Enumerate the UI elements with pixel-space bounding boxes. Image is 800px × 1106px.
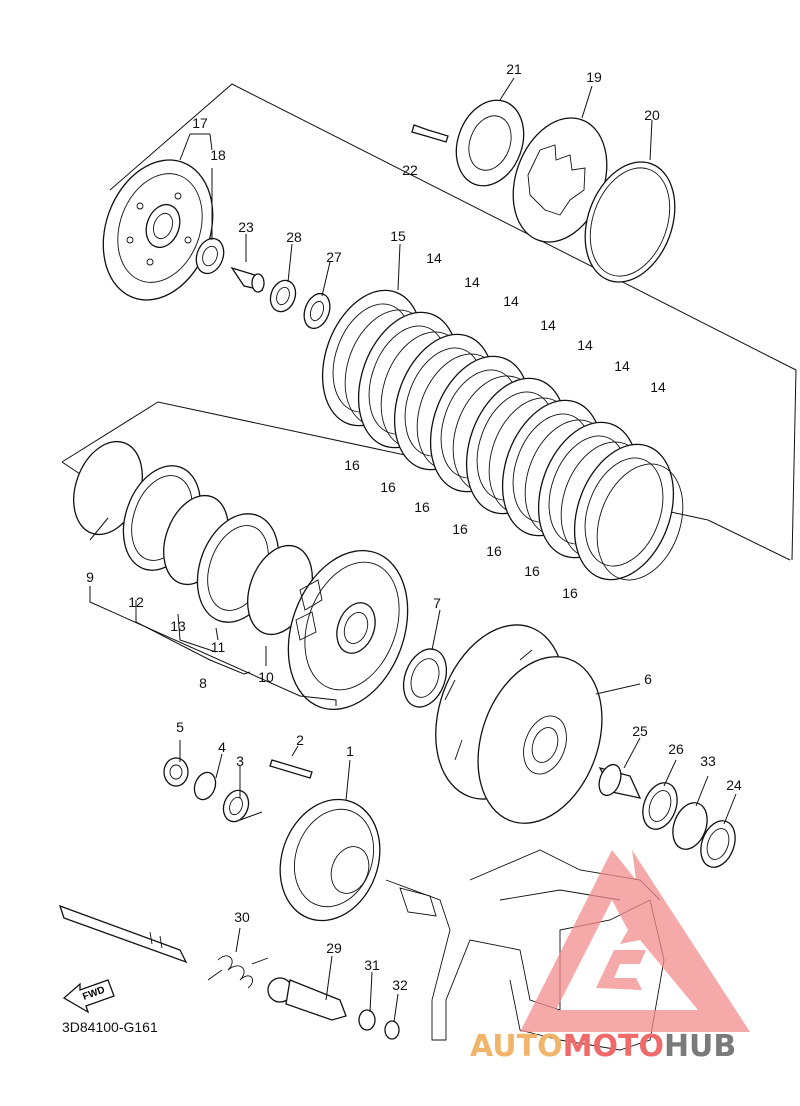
callout-12: 12 bbox=[128, 594, 144, 610]
callout-labels: 1234567891011121314151617181920212223242… bbox=[86, 61, 742, 993]
callout-27: 27 bbox=[326, 249, 342, 265]
callout-16: 16 bbox=[524, 563, 540, 579]
callout-20: 20 bbox=[644, 107, 660, 123]
callout-16: 16 bbox=[414, 499, 430, 515]
callout-17: 17 bbox=[192, 115, 208, 131]
nut-5 bbox=[163, 757, 189, 787]
callout-14: 14 bbox=[650, 379, 666, 395]
nut-28 bbox=[269, 279, 297, 313]
fwd-arrow-icon: FWD bbox=[62, 979, 115, 1014]
callout-4: 4 bbox=[218, 739, 226, 755]
watermark-triangle bbox=[520, 850, 750, 1032]
callout-16: 16 bbox=[452, 521, 468, 537]
callout-7: 7 bbox=[433, 595, 441, 611]
callout-22: 22 bbox=[402, 162, 418, 178]
plate-21 bbox=[455, 99, 525, 187]
callout-21: 21 bbox=[506, 61, 522, 77]
primary-gear bbox=[279, 798, 381, 922]
callout-14: 14 bbox=[577, 337, 593, 353]
spring-30 bbox=[207, 955, 269, 989]
callout-29: 29 bbox=[326, 940, 342, 956]
friction-plate bbox=[573, 443, 675, 581]
callout-9: 9 bbox=[86, 569, 94, 585]
clutch-housing bbox=[435, 624, 603, 824]
callout-6: 6 bbox=[644, 671, 652, 687]
callout-30: 30 bbox=[234, 909, 250, 925]
callout-25: 25 bbox=[632, 723, 648, 739]
clutch-plate-stack bbox=[321, 289, 684, 581]
callout-14: 14 bbox=[503, 293, 519, 309]
pressure-plate bbox=[102, 159, 214, 301]
callout-16: 16 bbox=[380, 479, 396, 495]
part-number: 3D84100-G161 bbox=[62, 1019, 158, 1035]
clutch-shaft bbox=[58, 904, 188, 964]
callout-3: 3 bbox=[236, 753, 244, 769]
callout-23: 23 bbox=[238, 219, 254, 235]
callout-14: 14 bbox=[426, 250, 442, 266]
callout-10: 10 bbox=[258, 669, 274, 685]
callout-11: 11 bbox=[211, 639, 226, 655]
bolt-22 bbox=[411, 124, 449, 143]
clutch-boss bbox=[287, 549, 409, 711]
lock-washer-4 bbox=[193, 771, 217, 801]
callout-13: 13 bbox=[170, 618, 186, 634]
key-2 bbox=[269, 759, 313, 779]
washer-33 bbox=[672, 802, 708, 850]
callout-28: 28 bbox=[286, 229, 302, 245]
bearing bbox=[195, 237, 225, 275]
callout-32: 32 bbox=[392, 977, 408, 993]
washer-7 bbox=[402, 648, 448, 708]
callout-16: 16 bbox=[562, 585, 578, 601]
callout-18: 18 bbox=[210, 147, 226, 163]
callout-15: 15 bbox=[390, 228, 406, 244]
callout-14: 14 bbox=[614, 358, 630, 374]
ring-20 bbox=[584, 161, 676, 283]
watermark-logo bbox=[520, 850, 750, 1032]
lever-29 bbox=[267, 977, 347, 1021]
callout-19: 19 bbox=[586, 69, 602, 85]
callout-16: 16 bbox=[344, 457, 360, 473]
callout-14: 14 bbox=[464, 274, 480, 290]
washer-3 bbox=[222, 789, 250, 823]
clip-32 bbox=[384, 1020, 400, 1040]
callout-31: 31 bbox=[364, 957, 380, 973]
callout-1: 1 bbox=[346, 743, 354, 759]
washer-27 bbox=[303, 292, 331, 330]
callout-8: 8 bbox=[199, 675, 207, 691]
steel-plate bbox=[596, 463, 684, 581]
sleeve-25 bbox=[598, 763, 642, 799]
callout-33: 33 bbox=[700, 753, 716, 769]
callout-5: 5 bbox=[176, 719, 184, 735]
washer-31 bbox=[358, 1009, 376, 1031]
leader-lines bbox=[89, 77, 737, 1023]
callout-2: 2 bbox=[296, 732, 304, 748]
callout-26: 26 bbox=[668, 741, 684, 757]
callout-14: 14 bbox=[540, 317, 556, 333]
callout-24: 24 bbox=[726, 777, 742, 793]
plate-inner-ring bbox=[584, 457, 664, 567]
washer-24 bbox=[700, 820, 736, 868]
callout-16: 16 bbox=[486, 543, 502, 559]
bearing-26 bbox=[642, 782, 678, 830]
watermark-text: AUTOMOTOHUB bbox=[470, 1029, 736, 1064]
push-rod bbox=[230, 266, 265, 293]
